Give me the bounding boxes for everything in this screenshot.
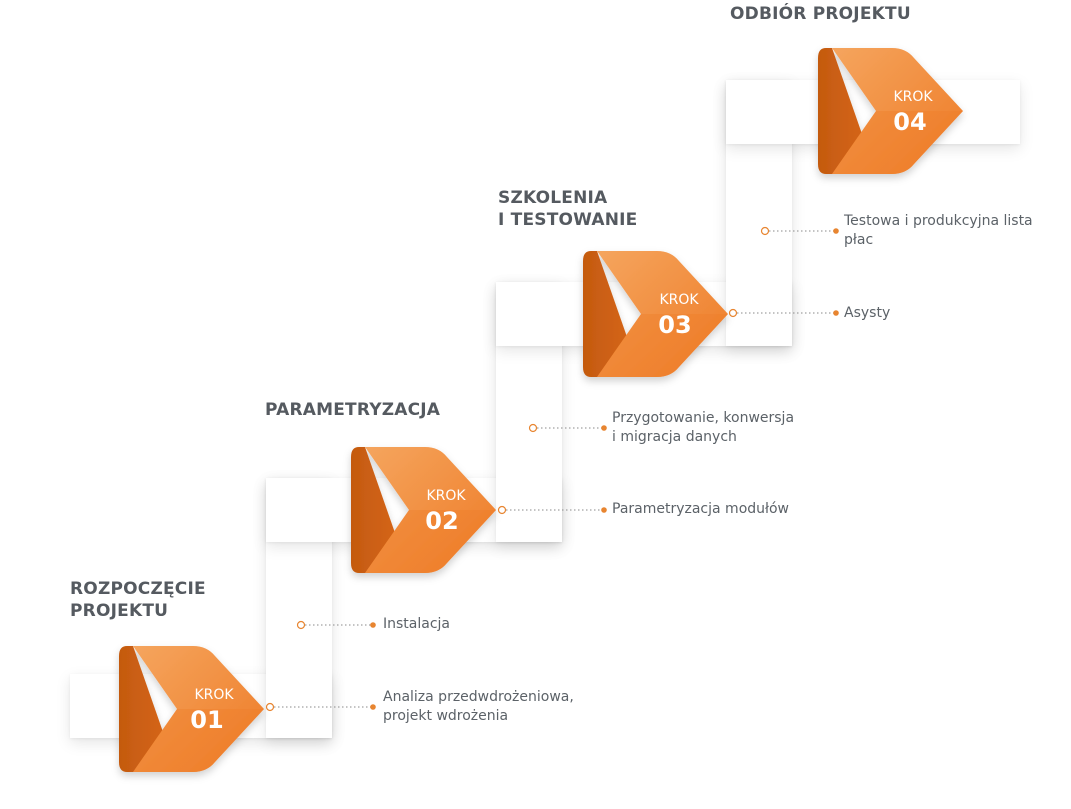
badge-krok-label: KROK [194,687,234,703]
step-title: SZKOLENIA I TESTOWANIE [498,188,638,230]
chevron-arrow-icon [351,447,496,573]
badge-step-number: 01 [190,706,224,734]
chevron-arrow-icon [583,251,728,377]
badge-step-number: 03 [658,311,692,339]
step-item: Instalacja [383,616,450,632]
chevron-arrow-icon [119,646,264,772]
step-item: Analiza przedwdrożeniowa, projekt wdroże… [383,689,574,724]
step-title: ROZPOCZĘCIE PROJEKTU [70,579,206,621]
connector-end-dot-icon [833,310,839,316]
connector-end-dot-icon [370,622,376,628]
badge-step-number: 04 [893,108,927,136]
chevron-arrow-icon [818,48,963,174]
step-badge: KROK 01 [119,644,264,774]
connector-end-dot-icon [370,704,376,710]
badge-step-number: 02 [425,507,459,535]
connector-end-dot-icon [601,507,607,513]
step-badge: KROK 04 [818,46,963,176]
step-item: Przygotowanie, konwersja i migracja dany… [612,410,795,445]
step-item: Parametryzacja modułów [612,501,790,517]
connector-end-dot-icon [601,425,607,431]
connector-end-dot-icon [833,228,839,234]
step-title: PARAMETRYZACJA [265,400,441,420]
badge-krok-label: KROK [659,292,699,308]
step-title: ODBIÓR PROJEKTU [730,4,911,24]
step-item: Asysty [844,305,891,321]
step-badge: KROK 03 [583,249,728,379]
badge-krok-label: KROK [426,488,466,504]
badge-krok-label: KROK [893,89,933,105]
step-item: Testowa i produkcyjna lista płac [844,213,1033,248]
step-badge: KROK 02 [351,445,496,575]
